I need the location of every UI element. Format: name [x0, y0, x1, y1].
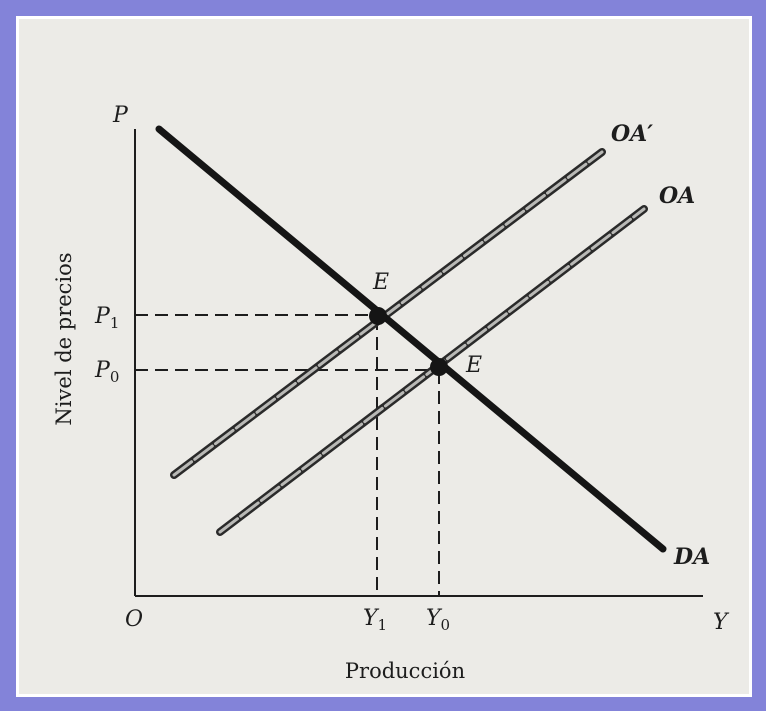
supply-original-label: OA: [659, 183, 695, 209]
supply-shifted-label: OA′: [611, 121, 653, 147]
equilibrium-point-e1: [369, 307, 387, 325]
x-axis-symbol: Y: [713, 610, 730, 635]
equilibrium-label-e0: E: [465, 353, 482, 378]
price-label-p0: P0: [94, 358, 119, 386]
price-label-p1: P1: [94, 304, 119, 332]
aggregate-supply-demand-diagram: P Y O OA′ OA DA E E P1 P0 Y1 Y0: [52, 103, 730, 683]
output-label-y0: Y0: [426, 606, 450, 634]
y-axis-title: Nivel de precios: [52, 252, 76, 425]
equilibrium-label-e1: E: [372, 270, 389, 295]
origin-symbol: O: [125, 607, 143, 632]
diagram-panel: P Y O OA′ OA DA E E P1 P0 Y1 Y0: [16, 16, 752, 697]
y-axis-symbol: P: [112, 103, 129, 128]
output-label-y1: Y1: [363, 606, 387, 634]
equilibrium-point-e0: [430, 358, 448, 376]
demand-curve-da: [155, 125, 667, 553]
demand-label: DA: [673, 544, 710, 570]
x-axis-title: Producción: [345, 659, 465, 683]
supply-curve-oa-shifted: [170, 148, 606, 479]
